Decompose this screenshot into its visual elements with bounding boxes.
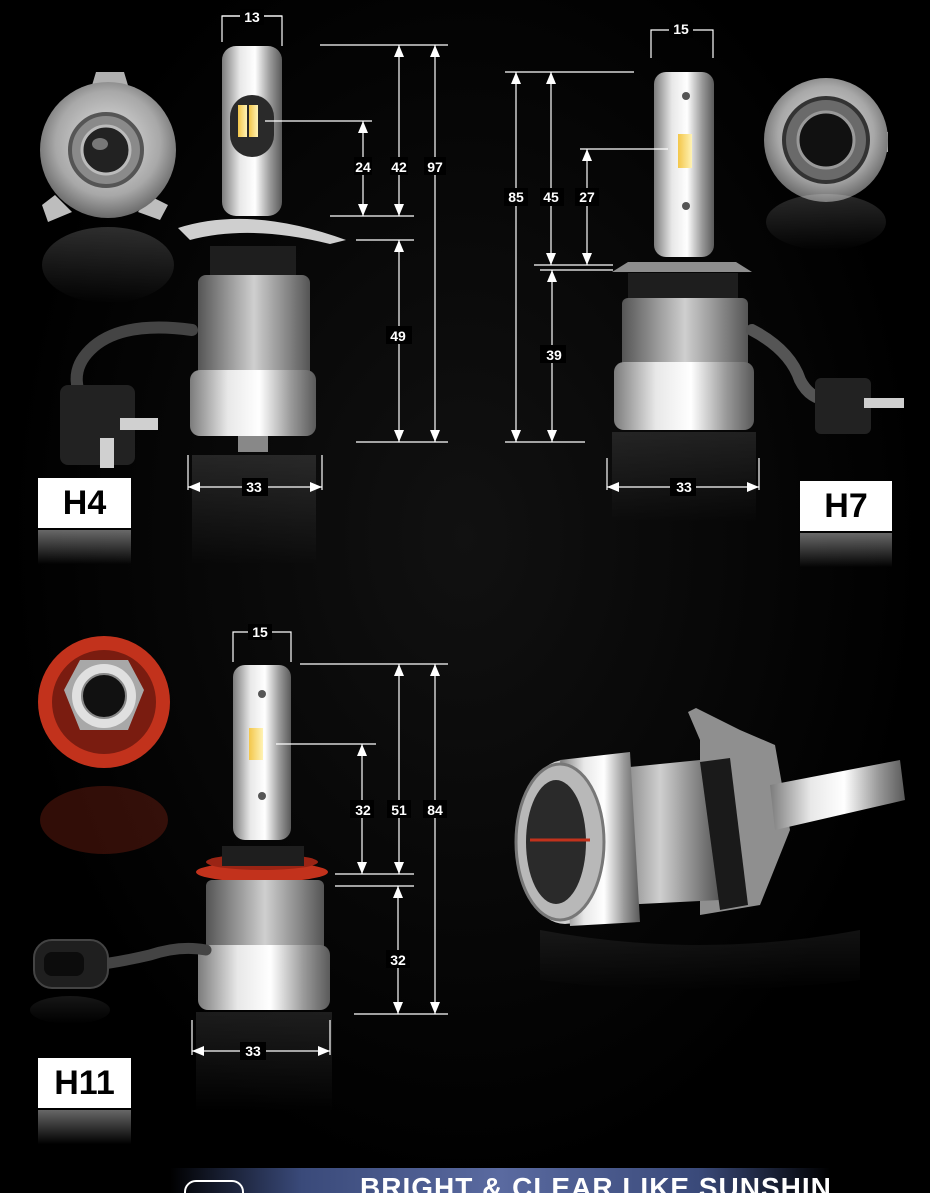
h11-body-width-label: 33 — [245, 1043, 261, 1059]
h4-group: 13 24 42 97 49 33 — [40, 9, 448, 565]
h11-type-badge: H11 — [38, 1058, 131, 1108]
h7-top-width-label: 15 — [673, 21, 689, 37]
h7-body-width-label: 33 — [676, 479, 692, 495]
h4-body-width-label: 33 — [246, 479, 262, 495]
h11-connector — [30, 939, 212, 1024]
h11-bulb-to-base-label: 51 — [391, 802, 407, 818]
bottom-banner: BRIGHT & CLEAR LIKE SUNSHINE — [170, 1168, 830, 1193]
h11-arrowheads — [192, 664, 440, 1056]
h4-socket-cap — [40, 72, 176, 303]
h4-body-height-label: 49 — [390, 328, 406, 344]
banner-slogan: BRIGHT & CLEAR LIKE SUNSHINE — [360, 1172, 830, 1193]
h11-group: 15 32 51 84 32 33 — [30, 624, 448, 1112]
h11-top-width-label: 15 — [252, 624, 268, 640]
h4-connector — [60, 321, 198, 468]
h4-top-width-label: 13 — [244, 9, 260, 25]
h11-badge-reflection — [38, 1110, 131, 1144]
h7-badge-reflection — [800, 533, 892, 567]
h7-chip-to-base-label: 27 — [579, 189, 595, 205]
angled-bulb-photo — [514, 708, 905, 990]
h11-bulb — [196, 665, 332, 1112]
h7-arrowheads — [511, 72, 759, 492]
h11-dimensions — [191, 631, 448, 1055]
h7-type-badge: H7 — [800, 481, 892, 531]
h4-total-height-label: 97 — [427, 159, 443, 175]
h7-socket-cap — [764, 78, 888, 250]
h11-body-height-label: 32 — [390, 952, 406, 968]
h7-group: 15 85 45 27 39 33 — [504, 21, 904, 522]
h11-socket-cap — [38, 636, 170, 854]
h4-bulb-to-base-label: 42 — [391, 159, 407, 175]
h4-badge-reflection — [38, 530, 131, 564]
h4-type-badge: H4 — [38, 478, 131, 528]
h7-bulb-to-base-label: 45 — [543, 189, 559, 205]
h7-bulb — [612, 72, 756, 522]
h7-body-height-label: 39 — [546, 347, 562, 363]
brand-logo-icon — [184, 1180, 244, 1193]
h7-total-height-label: 85 — [508, 189, 524, 205]
h11-total-height-label: 84 — [427, 802, 443, 818]
h4-bulb — [178, 46, 346, 565]
h11-chip-to-base-label: 32 — [355, 802, 371, 818]
h4-chip-to-base-label: 24 — [355, 159, 371, 175]
h4-arrowheads — [188, 45, 440, 492]
h7-connector — [746, 324, 904, 434]
